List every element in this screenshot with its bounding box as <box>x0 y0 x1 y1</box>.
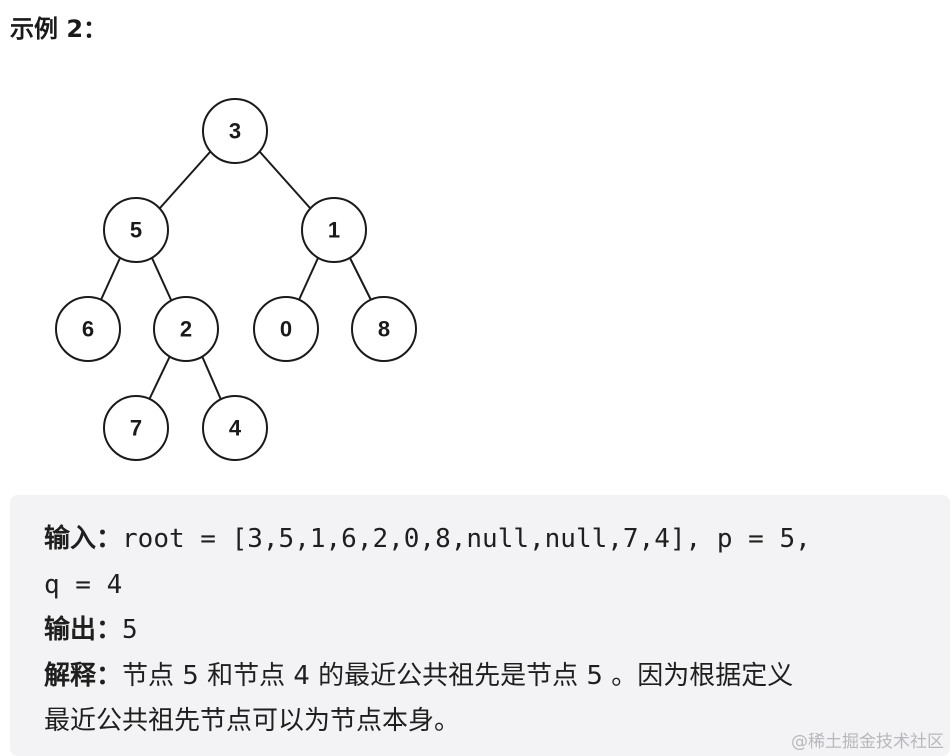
input-value: root = [3,5,1,6,2,0,8,null,null,7,4], p … <box>122 524 811 554</box>
tree-node-label: 7 <box>130 416 142 441</box>
example-code-block: 输入：root = [3,5,1,6,2,0,8,null,null,7,4],… <box>10 495 950 756</box>
input-line: 输入：root = [3,5,1,6,2,0,8,null,null,7,4],… <box>44 517 950 563</box>
edge-5-6 <box>99 257 121 303</box>
tree-node: 3 <box>202 98 268 164</box>
explanation-line: 解释：节点 5 和节点 4 的最近公共祖先是节点 5 。因为根据定义 <box>44 654 950 700</box>
input-line-continued: q = 4 <box>44 563 950 609</box>
tree-node: 0 <box>253 296 319 362</box>
input-label: 输入： <box>44 524 123 554</box>
explanation-text: 节点 5 和节点 4 的最近公共祖先是节点 5 。因为根据定义 <box>122 660 794 691</box>
tree-node-label: 8 <box>378 317 390 342</box>
tree-node-label: 2 <box>180 317 192 342</box>
input-value-continued: q = 4 <box>44 569 123 600</box>
binary-tree-diagram: 3 5 1 6 2 0 8 7 4 <box>55 98 417 461</box>
tree-node: 2 <box>153 296 219 362</box>
edge-3-5 <box>159 151 211 209</box>
watermark: @稀土掘金技术社区 <box>791 732 944 752</box>
tree-node: 1 <box>301 197 367 263</box>
tree-node: 5 <box>103 197 169 263</box>
edge-1-0 <box>297 257 319 303</box>
tree-node-label: 6 <box>82 317 94 342</box>
explanation-text-continued: 最近公共祖先节点可以为节点本身。 <box>44 706 461 736</box>
edge-2-7 <box>147 355 171 403</box>
tree-node-label: 3 <box>229 119 241 144</box>
output-value: 5 <box>122 615 138 645</box>
tree-edges <box>99 151 373 403</box>
tree-node-label: 5 <box>130 218 142 243</box>
tree-node-label: 0 <box>280 317 292 342</box>
output-label: 输出： <box>44 615 123 645</box>
tree-node: 4 <box>202 395 268 461</box>
explanation-label: 解释： <box>44 660 123 691</box>
tree-node: 7 <box>103 395 169 461</box>
tree-node-label: 4 <box>229 416 242 441</box>
edge-1-8 <box>349 257 373 303</box>
edge-2-4 <box>201 355 223 403</box>
output-line: 输出：5 <box>44 608 950 654</box>
edge-3-1 <box>259 151 311 209</box>
explanation-line-continued: 最近公共祖先节点可以为节点本身。 <box>44 699 950 745</box>
example-heading: 示例 2： <box>10 15 108 43</box>
tree-node: 6 <box>55 296 121 362</box>
tree-node-label: 1 <box>328 218 340 243</box>
tree-node: 8 <box>351 296 417 362</box>
edge-5-2 <box>151 257 173 303</box>
